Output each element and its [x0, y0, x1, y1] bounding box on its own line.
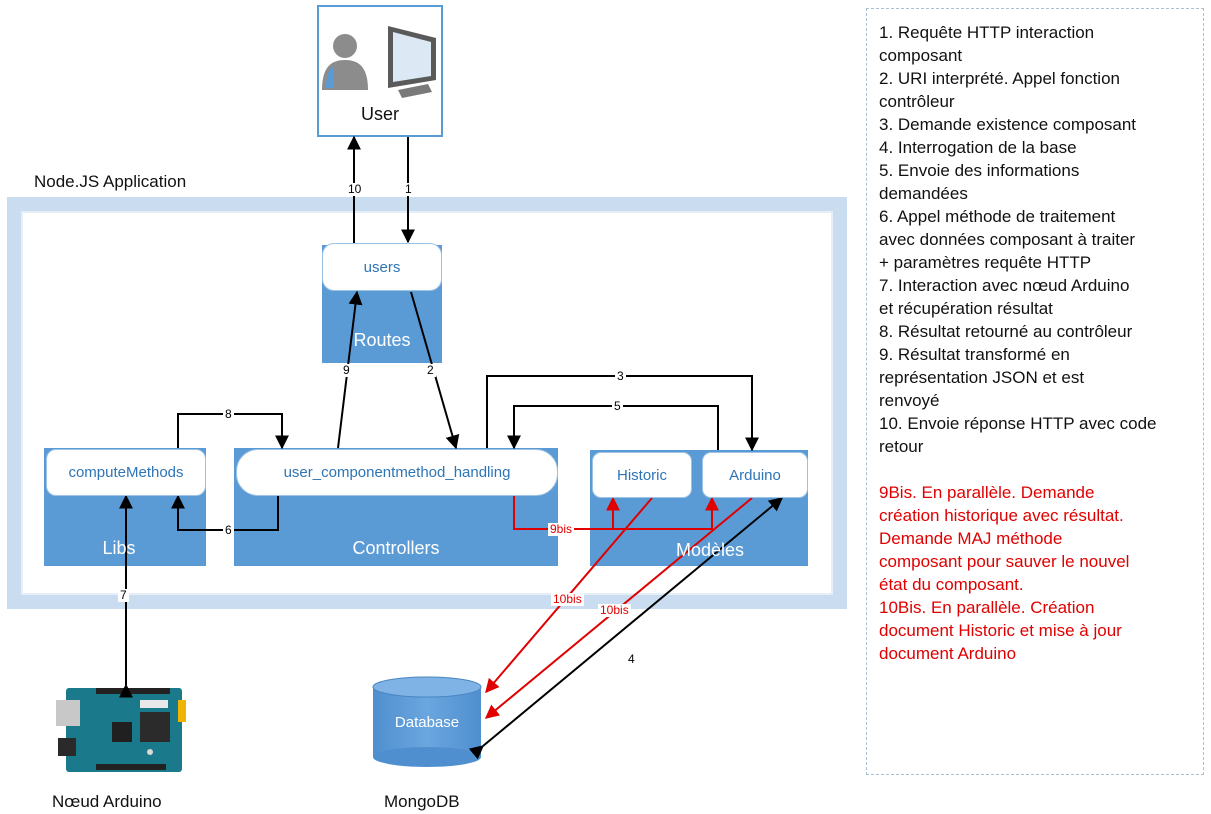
- arrow-label-1: 1: [403, 182, 414, 196]
- legend-step-line: 5. Envoie des informations: [879, 161, 1080, 180]
- legend-parallel-line: document Historic et mise à jour: [879, 621, 1122, 640]
- routes-title: Routes: [353, 330, 411, 350]
- arrow-label-8: 8: [223, 407, 234, 421]
- arrow-label-10bis-1: 10bis: [551, 592, 584, 606]
- legend-parallel-line: 9Bis. En parallèle. Demande: [879, 483, 1095, 502]
- legend-step-line: 9. Résultat transformé en: [879, 345, 1070, 364]
- database-label: Database: [394, 714, 460, 731]
- arrow-label-7: 7: [118, 588, 129, 602]
- controller-handler: user_componentmethod_handling: [236, 449, 558, 496]
- arrow-3: [486, 375, 759, 452]
- users-route: users: [322, 243, 442, 291]
- legend-step-line: 1. Requête HTTP interaction: [879, 23, 1095, 42]
- legend-step-line: demandées: [879, 184, 968, 203]
- models-title: Modèles: [675, 540, 745, 560]
- user-label: User: [360, 104, 399, 124]
- arrow-label-9bis: 9bis: [548, 522, 575, 536]
- arduino-caption: Nœud Arduino: [52, 792, 162, 811]
- arrow-label-10bis-2: 10bis: [598, 603, 631, 617]
- legend-parallel-line: Demande MAJ méthode: [879, 529, 1063, 548]
- legend-step-line: 10. Envoie réponse HTTP avec code: [879, 414, 1157, 433]
- database-cylinder: [372, 676, 482, 767]
- legend-step-line: 6. Appel méthode de traitement: [879, 207, 1116, 226]
- arrow-label-5: 5: [612, 399, 623, 413]
- arduino-board-icon: [56, 688, 186, 772]
- legend-step-line: représentation JSON et est: [879, 368, 1085, 387]
- legend-step-line: avec données composant à traiter: [879, 230, 1136, 249]
- arrow-label-3: 3: [615, 369, 626, 383]
- libs-title: Libs: [102, 538, 136, 558]
- user-person-icon: [322, 34, 368, 90]
- historic-model: Historic: [592, 452, 692, 498]
- arduino-model: Arduino: [702, 452, 808, 498]
- legend-step-line: 2. URI interprété. Appel fonction: [879, 69, 1120, 88]
- mongodb-caption: MongoDB: [384, 792, 460, 811]
- legend-step-line: 3. Demande existence composant: [879, 115, 1137, 134]
- legend-parallel-line: composant pour sauver le nouvel: [879, 552, 1130, 571]
- arrow-label-9: 9: [341, 363, 352, 377]
- legend-step-line: renvoyé: [879, 391, 940, 410]
- legend-steps: 1. Requête HTTP interaction composant 2. U…: [879, 21, 1203, 458]
- user-computer-icon: [388, 26, 436, 98]
- legend-step-line: composant: [879, 46, 963, 65]
- legend-step-line: retour: [879, 437, 924, 456]
- arrow-label-2: 2: [425, 363, 436, 377]
- legend-parallel-line: création historique avec résultat.: [879, 506, 1124, 525]
- legend-step-line: et récupération résultat: [879, 299, 1053, 318]
- legend-parallel-line: état du composant.: [879, 575, 1024, 594]
- legend-panel: 1. Requête HTTP interaction composant 2. U…: [866, 8, 1204, 775]
- arrow-label-4: 4: [626, 652, 637, 666]
- legend-parallel-notes: 9Bis. En parallèle. Demande création hist…: [879, 481, 1203, 665]
- legend-step-line: 7. Interaction avec nœud Arduino: [879, 276, 1130, 295]
- legend-step-line: 4. Interrogation de la base: [879, 138, 1077, 157]
- arrow-label-6: 6: [223, 523, 234, 537]
- legend-step-line: 8. Résultat retourné au contrôleur: [879, 322, 1133, 341]
- app-frame: [7, 197, 847, 609]
- arrow-4: [468, 497, 784, 760]
- legend-step-line: + paramètres requête HTTP: [879, 253, 1092, 272]
- legend-parallel-line: 10Bis. En parallèle. Création: [879, 598, 1095, 617]
- controllers-title: Controllers: [352, 538, 440, 558]
- legend-parallel-line: document Arduino: [879, 644, 1017, 663]
- app-title: Node.JS Application: [34, 172, 187, 191]
- arrow-label-10: 10: [346, 182, 364, 196]
- compute-methods: computeMethods: [46, 449, 206, 496]
- legend-step-line: contrôleur: [879, 92, 955, 111]
